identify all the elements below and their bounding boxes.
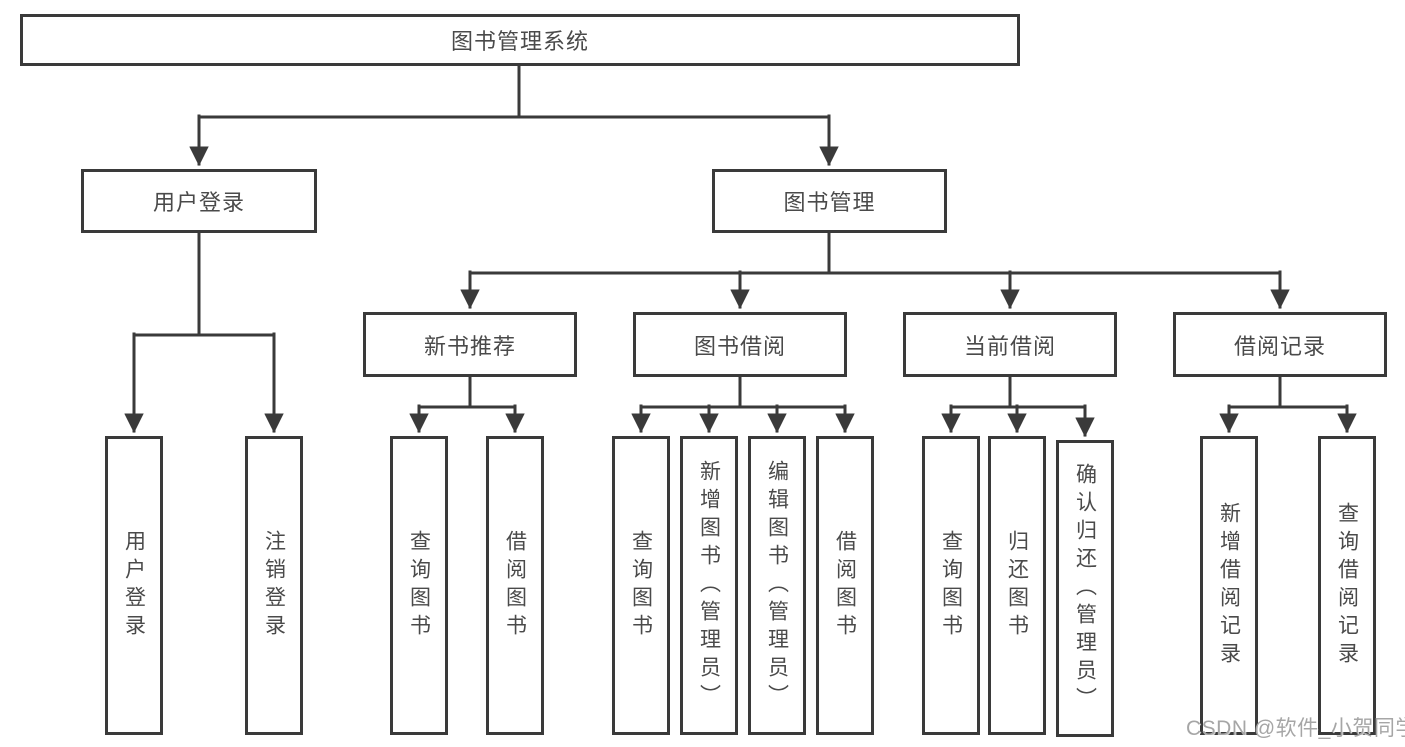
node-current-borrow: 当前借阅 [903,312,1117,377]
leaf-newbook-borrow-label: 借阅图书 [503,529,527,642]
node-root-label: 图书管理系统 [450,29,589,54]
leaf-query-borrow-record-label: 查询借阅记录 [1335,501,1359,670]
node-root: 图书管理系统 [20,14,1020,66]
node-user-login: 用户登录 [81,169,317,233]
edge-book-borrow-to-leaves [631,375,855,433]
leaf-logout: 注销登录 [245,436,303,735]
node-current-borrow-label: 当前借阅 [963,333,1056,359]
leaf-return-book: 归还图书 [988,436,1046,735]
node-new-book-recommend: 新书推荐 [363,312,577,377]
edge-borrow-record-to-leaves [1219,375,1357,433]
leaf-current-query-label: 查询图书 [939,529,963,642]
csdn-watermark: CSDN @软件_小贺同学 [1186,717,1405,740]
node-user-login-label: 用户登录 [152,190,245,215]
edge-current-borrow-to-leaves [941,375,1095,437]
edge-user-login-to-leaves [124,231,284,433]
leaf-logout-label: 注销登录 [262,529,286,642]
node-borrow-record: 借阅记录 [1173,312,1387,377]
node-book-management: 图书管理 [712,169,947,233]
leaf-borrow-add-book-label: 新增图书（管理员） [697,459,721,712]
leaf-newbook-query: 查询图书 [390,436,448,735]
node-book-borrow: 图书借阅 [633,312,847,377]
leaf-user-login-label: 用户登录 [122,529,146,642]
leaf-confirm-return-label: 确认归还（管理员） [1073,462,1097,715]
leaf-borrow-edit-book-label: 编辑图书（管理员） [765,459,789,712]
leaf-return-book-label: 归还图书 [1005,529,1029,642]
node-borrow-record-label: 借阅记录 [1233,333,1326,359]
edge-root-to-level2 [189,64,839,166]
leaf-borrow-query-label: 查询图书 [629,529,653,642]
leaf-add-borrow-record-label: 新增借阅记录 [1217,501,1241,670]
edge-book-management-to-level3 [460,231,1290,309]
leaf-borrow-edit-book: 编辑图书（管理员） [748,436,806,735]
leaf-borrow-book: 借阅图书 [816,436,874,735]
leaf-borrow-book-label: 借阅图书 [833,529,857,642]
leaf-add-borrow-record: 新增借阅记录 [1200,436,1258,735]
leaf-query-borrow-record: 查询借阅记录 [1318,436,1376,735]
edge-new-book-to-leaves [409,375,525,433]
leaf-borrow-add-book: 新增图书（管理员） [680,436,738,735]
leaf-confirm-return: 确认归还（管理员） [1056,440,1114,737]
node-new-book-recommend-label: 新书推荐 [423,333,516,359]
leaf-newbook-borrow: 借阅图书 [486,436,544,735]
leaf-current-query: 查询图书 [922,436,980,735]
leaf-newbook-query-label: 查询图书 [407,529,431,642]
node-book-management-label: 图书管理 [783,190,876,215]
node-book-borrow-label: 图书借阅 [693,333,786,359]
leaf-user-login: 用户登录 [105,436,163,735]
leaf-borrow-query: 查询图书 [612,436,670,735]
